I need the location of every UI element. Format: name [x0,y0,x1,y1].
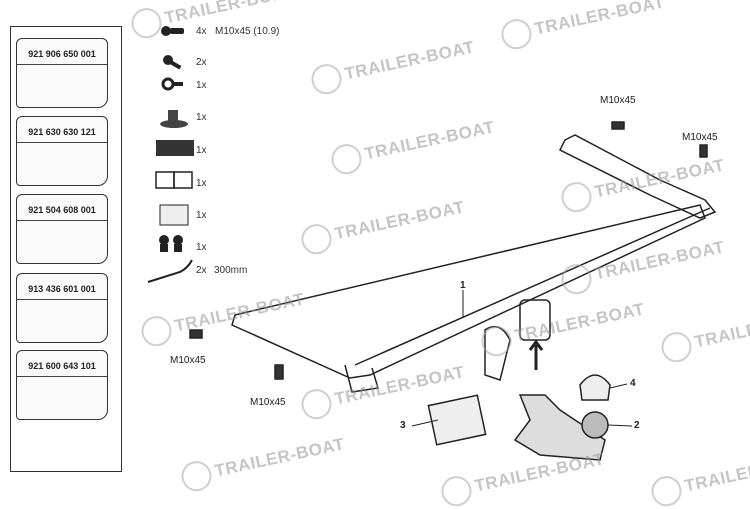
leader-lines [411,290,633,427]
part-qty: 1x [196,145,207,156]
kit-number: 913 436 601 001 [17,284,107,300]
kit-card: 921 906 650 001 [16,38,108,108]
bolt-label: M10x45 [170,355,206,366]
part-qty: 2x [196,57,207,68]
part-qty: 1x [196,112,207,123]
tow-ball [581,411,609,439]
kit-card: 913 436 601 001 [16,273,108,343]
socket-plate [427,394,487,446]
part-number-callout: 3 [400,420,406,431]
part-number-callout: 4 [630,378,636,389]
part-qty: 1x [196,242,207,253]
clips-icon [159,235,183,252]
manual-book-icon [155,171,193,189]
kit-number: 921 600 643 101 [17,361,107,377]
part-qty: 1x [196,80,207,91]
kit-number: 921 906 650 001 [17,49,107,65]
kit-number: 921 630 630 121 [17,127,107,143]
label-sticker-icon [156,140,194,156]
socket-icon [160,110,188,128]
part-qty: 2x [196,265,207,276]
kit-panel [10,26,122,472]
part-qty: 1x [196,178,207,189]
key-icon [163,55,182,70]
key-ring-icon [161,77,183,91]
right-bracket [558,134,717,219]
kit-card: 921 504 608 001 [16,194,108,264]
card-icon [159,204,189,226]
kit-number: 921 504 608 001 [17,205,107,221]
bolt-label: M10x45 [250,397,286,408]
kit-card: 921 630 630 121 [16,116,108,186]
bolt-label: M10x45 [682,132,718,143]
part-qty: 1x [196,210,207,221]
cable-icon [147,259,193,283]
part-desc: M10x45 (10.9) [215,26,280,37]
kit-card: 921 600 643 101 [16,350,108,420]
bolt-label: M10x45 [600,95,636,106]
part-number-callout: 2 [634,420,640,431]
ball-cover [579,374,611,401]
part-desc: 300mm [214,265,248,276]
part-number-callout: 1 [460,280,466,291]
part-qty: 4x [196,26,207,37]
